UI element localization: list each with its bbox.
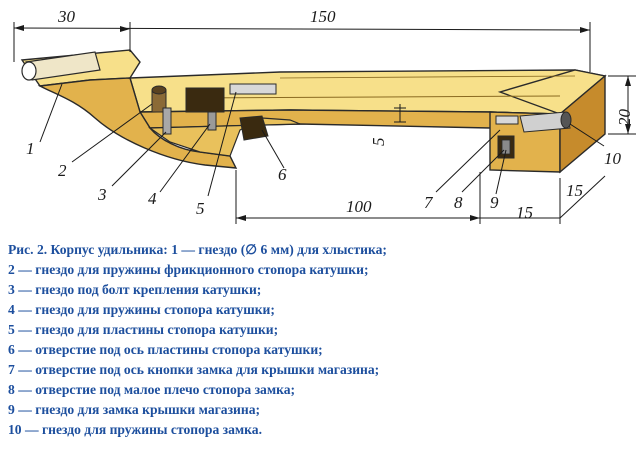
friction-spring-socket	[151, 85, 172, 135]
callout-8: 8	[454, 193, 463, 212]
plate-slot	[185, 87, 225, 113]
caption-line-1: Рис. 2. Корпус удильника: 1 — гнездо (∅ …	[8, 242, 387, 257]
rod-socket	[21, 51, 101, 81]
lock-socket-insert	[501, 139, 511, 155]
dim-label-top-total: 150	[310, 7, 336, 26]
callout-1: 1	[26, 139, 35, 158]
callout-6: 6	[278, 165, 287, 184]
caption-line-7: 7 — отверстие под ось кнопки замка для к…	[8, 362, 380, 377]
figure-caption: Рис. 2. Корпус удильника: 1 — гнездо (∅ …	[8, 240, 636, 440]
caption-line-2: 2 — гнездо для пружины фрикционного стоп…	[8, 262, 369, 277]
caption-line-5: 5 — гнездо для пластины стопора катушки;	[8, 322, 279, 337]
caption-line-10: 10 — гнездо для пружины стопора замка.	[8, 422, 262, 437]
dim-label-height: 20	[615, 109, 634, 127]
caption-line-3: 3 — гнездо под болт крепления катушки;	[8, 282, 262, 297]
neck-front-face	[37, 77, 238, 169]
leader-lines	[39, 83, 605, 197]
dim-label-slot-depth: 5	[369, 138, 388, 147]
lock-spring-socket	[519, 111, 571, 133]
lock-spring-hole	[560, 111, 572, 129]
features	[21, 51, 572, 159]
bar-groove	[189, 95, 561, 99]
callout-7: 7	[424, 193, 434, 212]
callout-4: 4	[148, 189, 157, 208]
dim-label-top-left: 30	[57, 7, 76, 26]
callout-2: 2	[58, 161, 67, 180]
notch-shadow	[239, 115, 269, 141]
rod-body	[20, 49, 607, 174]
dim-label-bottom-length: 100	[346, 197, 372, 216]
foot-block	[148, 117, 301, 157]
magazine-side	[559, 74, 606, 174]
bar-edge-line	[279, 75, 576, 79]
callout-3: 3	[97, 185, 107, 204]
rod-body-diagram: 30 150 20 5 100 15 15 1 2 3 4 5 6 7 8 9 …	[13, 7, 636, 224]
caption-line-4: 4 — гнездо для пружины стопора катушки;	[8, 302, 275, 317]
callout-5: 5	[196, 199, 205, 218]
caption-line-6: 6 — отверстие под ось пластины стопора к…	[8, 342, 323, 357]
callout-10: 10	[604, 149, 622, 168]
dim-label-width-b: 15	[566, 181, 583, 200]
dim-label-width-a: 15	[516, 203, 533, 222]
caption-line-8: 8 — отверстие под малое плечо стопора за…	[8, 382, 296, 397]
caption-line-9: 9 — гнездо для замка крышки магазина;	[8, 402, 261, 417]
plate-slot-insert	[229, 83, 277, 95]
lock-button-axis-hole	[495, 115, 519, 125]
diagram-svg: 30 150 20 5 100 15 15 1 2 3 4 5 6 7 8 9 …	[13, 7, 636, 224]
dimension-arrows	[14, 25, 631, 221]
callout-9: 9	[490, 193, 499, 212]
